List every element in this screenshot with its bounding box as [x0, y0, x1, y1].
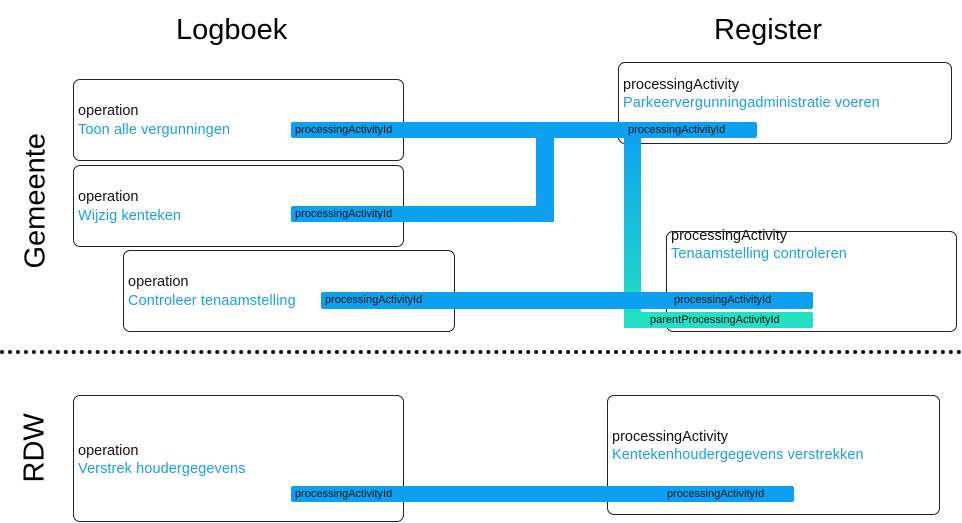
processing-activity-kind-label: processingActivity	[612, 429, 729, 445]
row-title-gemeente: Gemeente	[19, 133, 52, 269]
column-title-register: Register	[714, 14, 822, 46]
section-divider	[0, 350, 962, 354]
operation-box-controleer-tenaamstelling	[123, 250, 455, 332]
processing-activity-kind-label: processingActivity	[671, 228, 788, 244]
operation-name-label: Controleer tenaamstelling	[128, 293, 296, 309]
operation-name-label: Toon alle vergunningen	[78, 122, 231, 138]
processing-activity-name-label: Tenaamstelling controleren	[671, 246, 847, 262]
processing-activity-name-label: Kentekenhoudergegevens verstrekken	[612, 447, 864, 463]
link-junction-vertical	[536, 122, 554, 222]
processing-activity-name-label: Parkeervergunningadministratie voeren	[623, 95, 880, 111]
operation-kind-label: operation	[128, 274, 189, 290]
operation-kind-label: operation	[78, 189, 139, 205]
processing-activity-id-label: processingActivityId	[295, 208, 393, 220]
operation-box-toon-alle-vergunningen	[73, 79, 404, 161]
operation-box-wijzig-kenteken	[73, 165, 404, 247]
parent-processing-activity-id-label: parentProcessingActivityId	[650, 314, 780, 326]
processing-activity-id-label: processingActivityId	[667, 488, 765, 500]
processing-activity-kind-label: processingActivity	[623, 77, 740, 93]
processing-activity-id-label: processingActivityId	[325, 294, 423, 306]
operation-kind-label: operation	[78, 443, 139, 459]
processing-activity-id-label: processingActivityId	[295, 124, 393, 136]
processing-activity-id-label: processingActivityId	[628, 124, 726, 136]
processing-activity-id-label: processingActivityId	[674, 294, 772, 306]
row-title-rdw: RDW	[18, 413, 51, 483]
operation-name-label: Verstrek houdergegevens	[78, 461, 246, 477]
operation-kind-label: operation	[78, 103, 139, 119]
operation-name-label: Wijzig kenteken	[78, 208, 182, 224]
column-title-logboek: Logboek	[176, 14, 288, 46]
parent-link-vertical	[624, 130, 641, 328]
processing-activity-id-label: processingActivityId	[295, 488, 393, 500]
